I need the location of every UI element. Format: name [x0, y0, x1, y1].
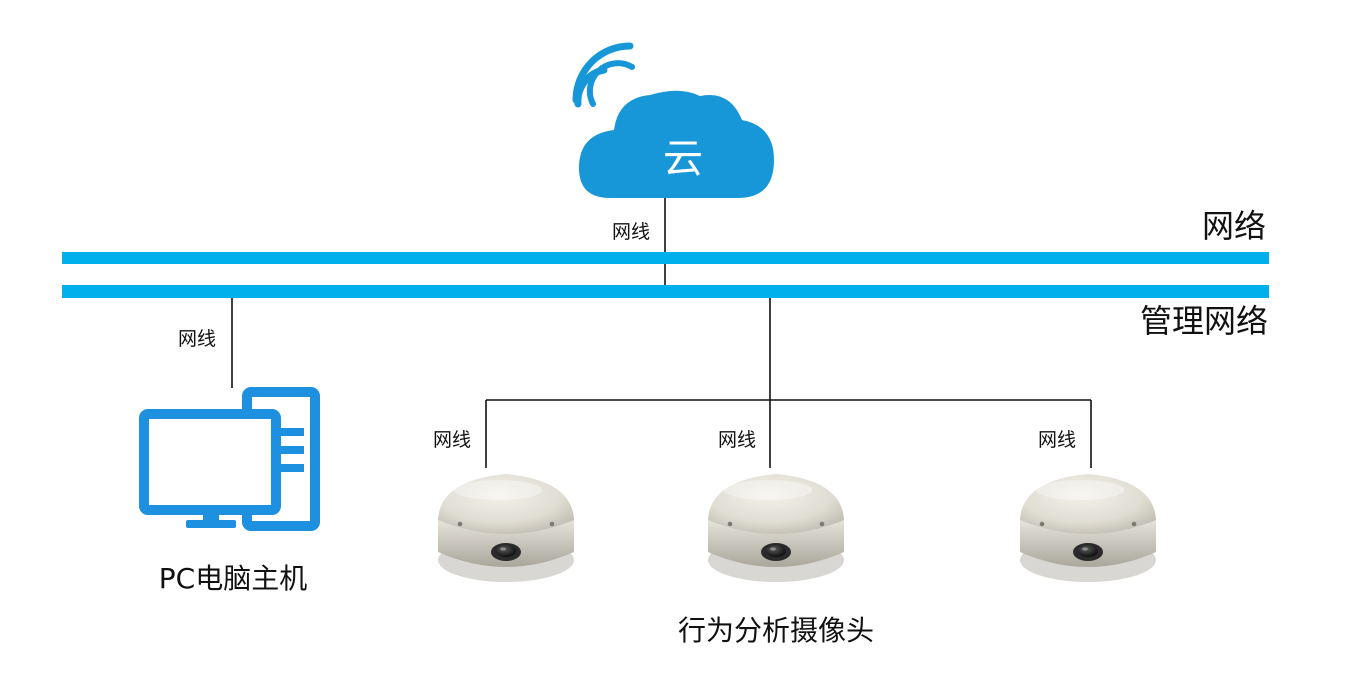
- wifi-signal-icon-outer: [586, 60, 635, 107]
- cloud-cable-label: 网线: [612, 221, 650, 243]
- pc-cable-label: 网线: [178, 328, 216, 350]
- management-network-bus: [62, 285, 1269, 298]
- camera-2-icon: [708, 474, 844, 582]
- camera-3-cable-label: 网线: [1038, 429, 1076, 451]
- camera-1-cable-label: 网线: [433, 429, 471, 451]
- camera-2-cable-label: 网线: [718, 429, 756, 451]
- cloud-label: 云: [663, 136, 703, 182]
- cloud-node: 云: [572, 42, 774, 198]
- network-label: 网络: [1202, 207, 1266, 245]
- cloud-icon: [578, 90, 774, 198]
- management-network-label: 管理网络: [1140, 302, 1268, 340]
- network-bus-top: [62, 252, 1269, 264]
- camera-label: 行为分析摄像头: [678, 614, 874, 647]
- camera-1-icon: [438, 474, 574, 582]
- camera-3-icon: [1020, 474, 1156, 582]
- pc-computer-icon: [139, 387, 320, 531]
- pc-label: PC电脑主机: [159, 562, 307, 595]
- wifi-signal-icon-big: [572, 42, 634, 104]
